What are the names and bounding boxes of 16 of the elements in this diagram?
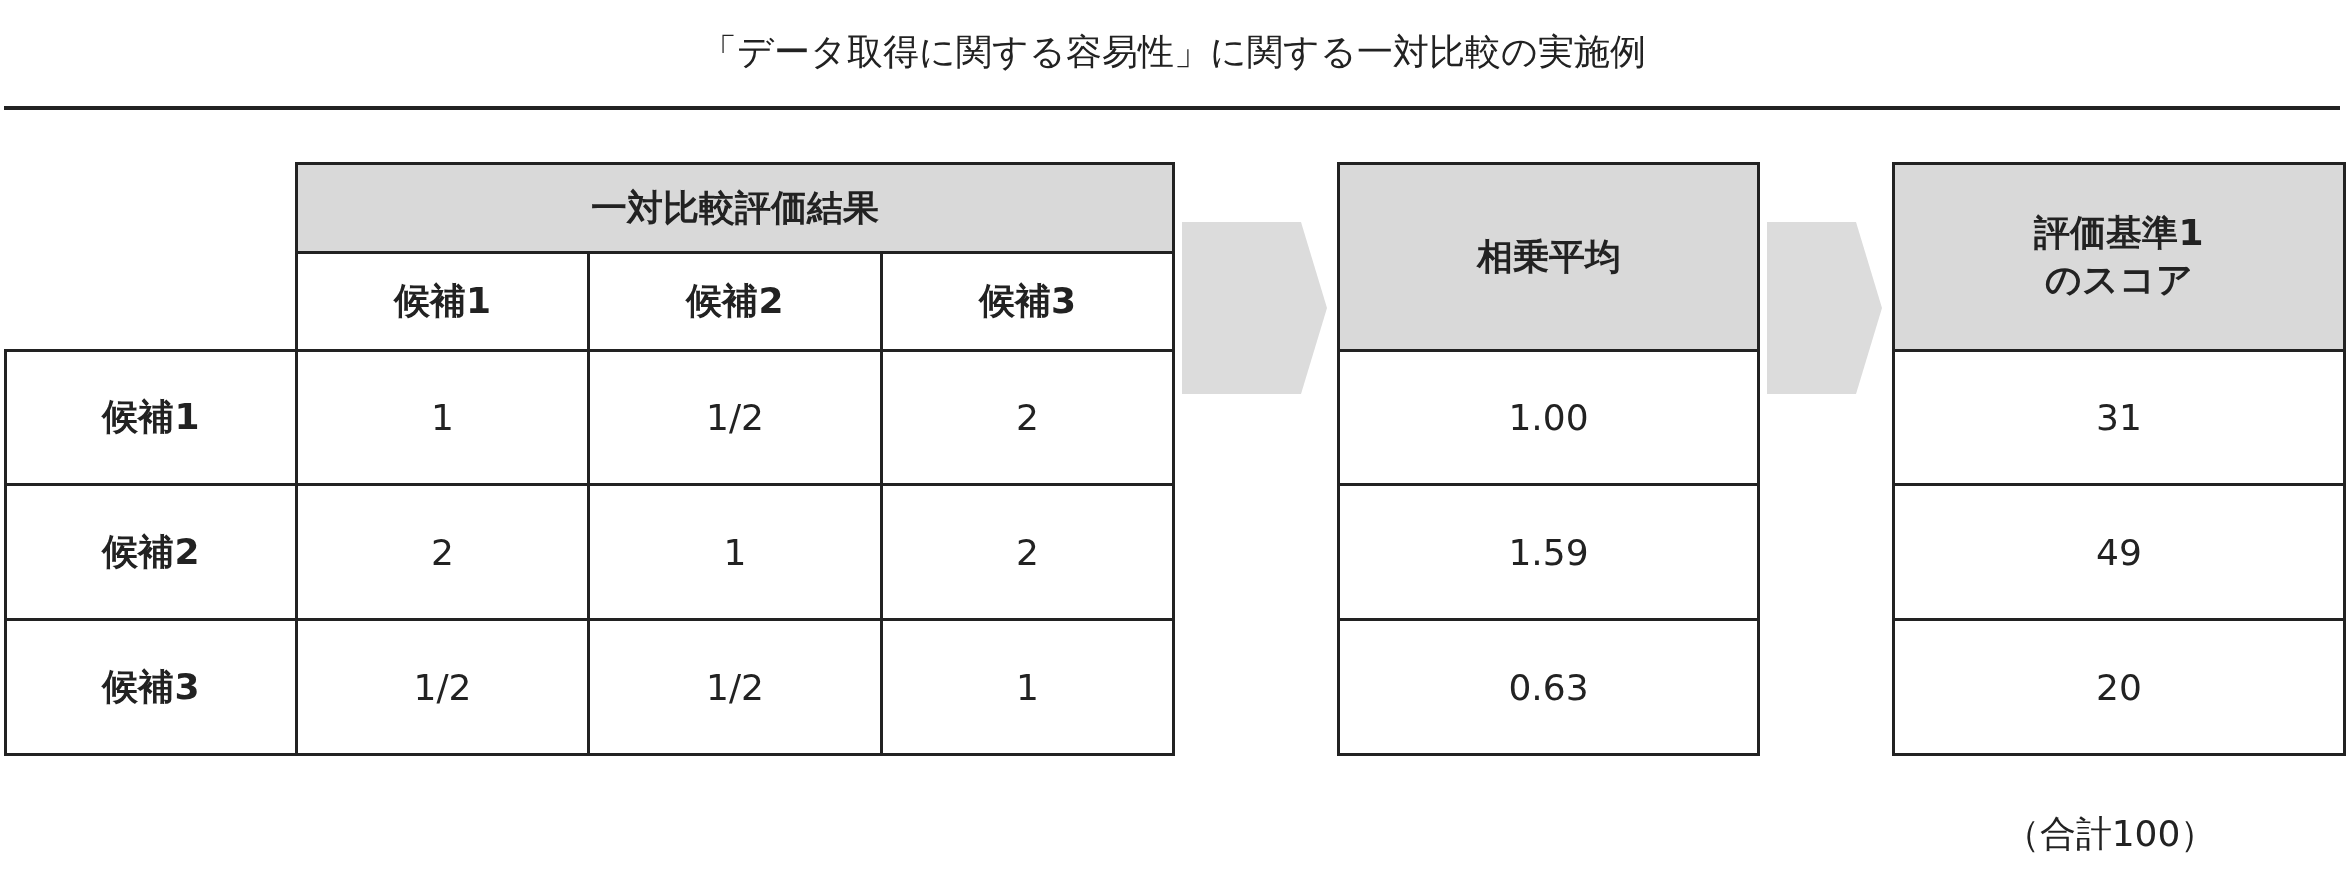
- table-cell: 31: [1892, 349, 2346, 486]
- table-cell: 0.63: [1337, 618, 1760, 756]
- arrow: [1767, 222, 1882, 394]
- table-cell: 49: [1892, 483, 2346, 621]
- header-cell: 相乗平均: [1337, 162, 1760, 352]
- table-cell: 1: [880, 618, 1175, 756]
- title: 「データ取得に関する容易性」に関する一対比較の実施例: [700, 30, 1647, 74]
- header-cell: 候補1: [4, 349, 298, 486]
- table-cell: 1.00: [1337, 349, 1760, 486]
- arrow: [1182, 222, 1327, 394]
- header-cell: 候補3: [4, 618, 298, 756]
- table-cell: 20: [1892, 618, 2346, 756]
- header-cell: 一対比較評価結果: [295, 162, 1175, 254]
- header-cell: 評価基準1のスコア: [1892, 162, 2346, 352]
- note: （合計100）: [2002, 812, 2218, 856]
- table-cell: 1.59: [1337, 483, 1760, 621]
